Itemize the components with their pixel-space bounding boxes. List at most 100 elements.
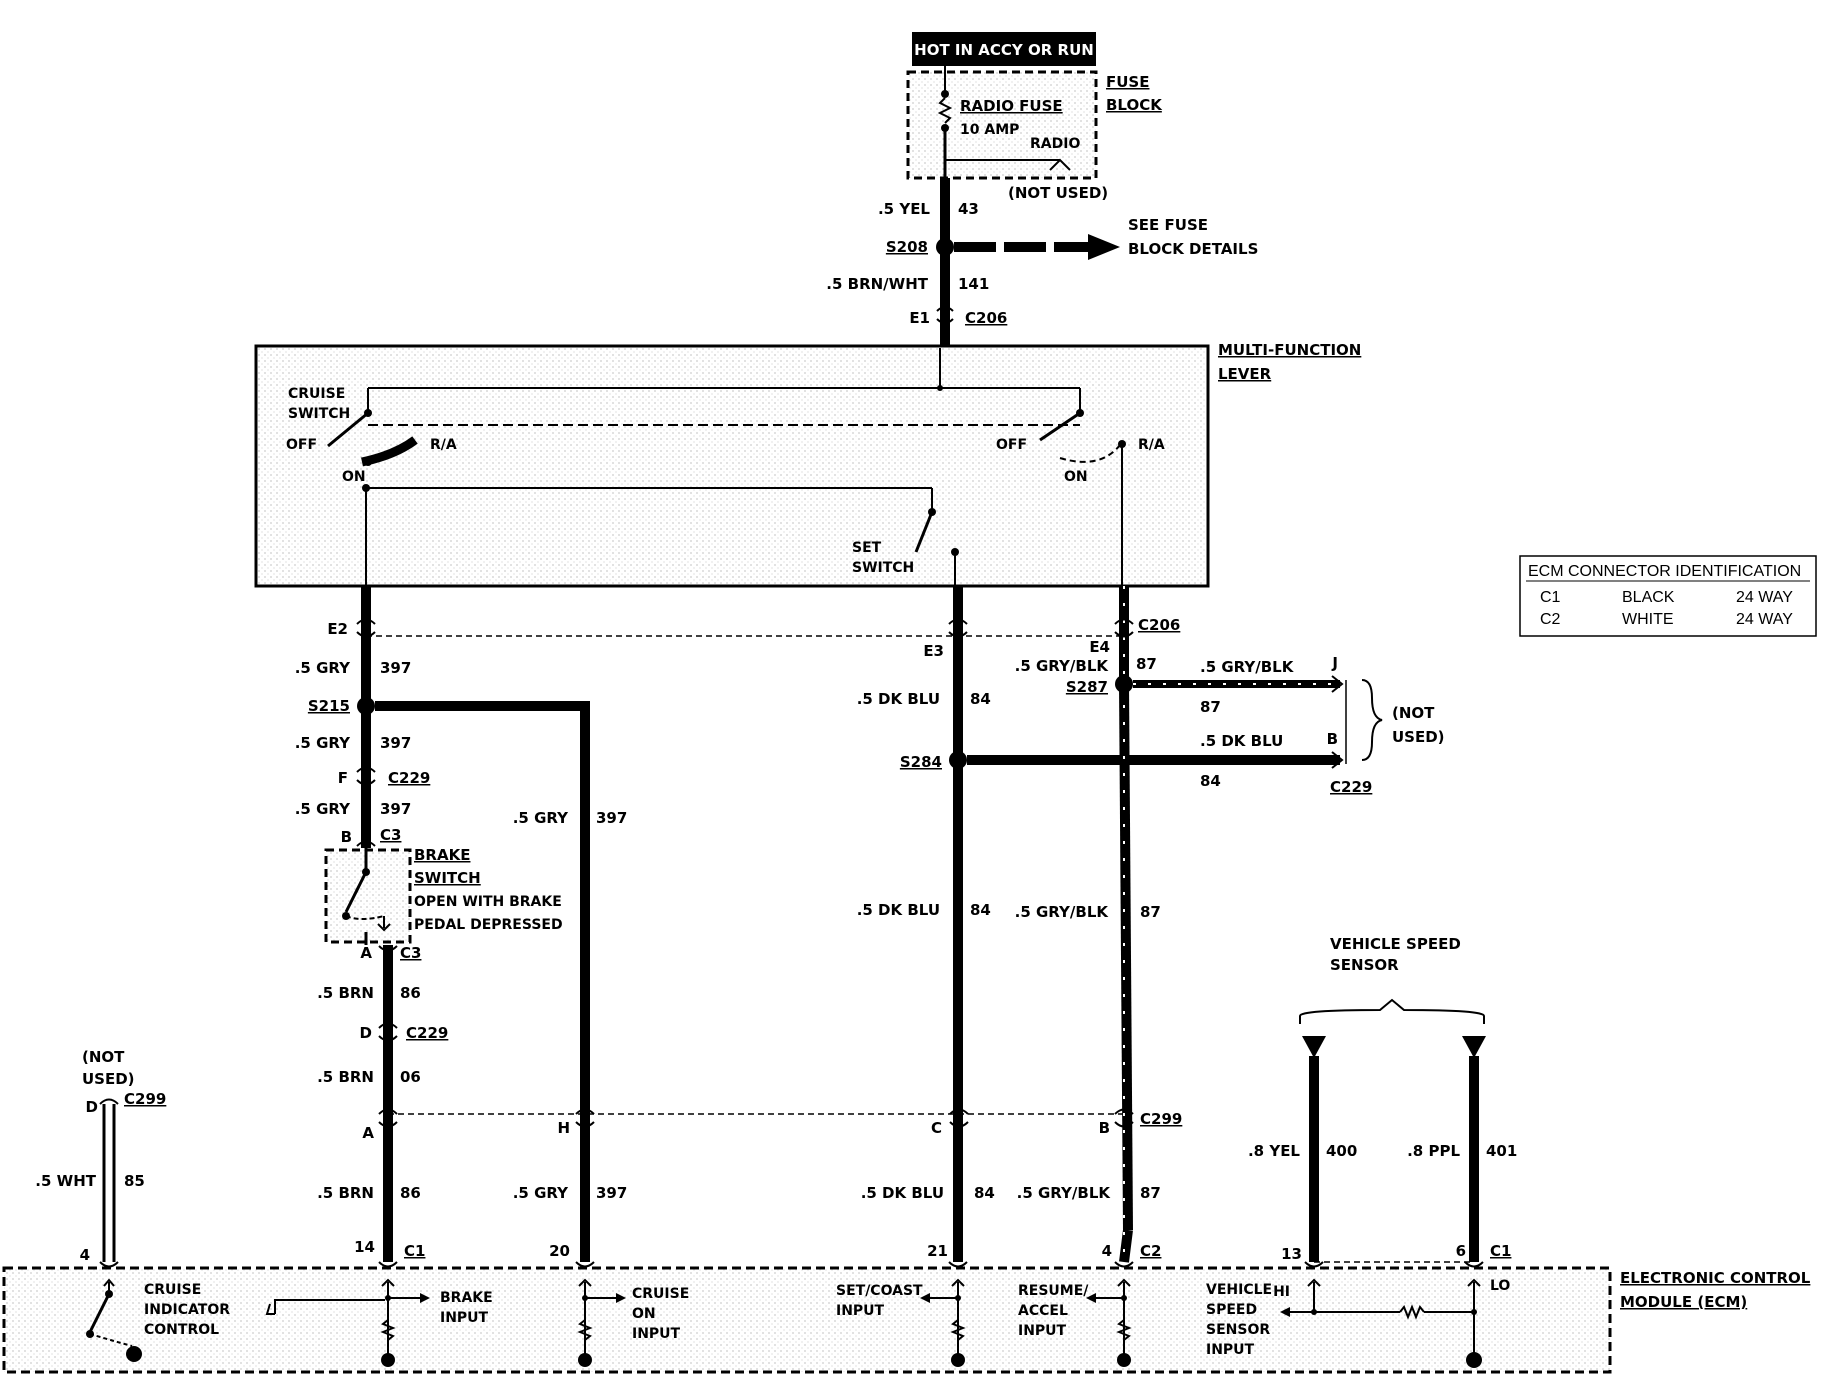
mfl-label-1: MULTI-FUNCTION [1218,341,1361,359]
pin-c-c299: C [931,1119,942,1137]
arrow-right-icon [420,1293,430,1303]
pin-d-c229: D [360,1024,372,1042]
set-switch-1: SET [852,540,882,556]
see-fuse-arrow-icon [1088,234,1120,260]
pin-b-c299: B [1099,1119,1110,1137]
c299-right: C299 [1140,1110,1182,1128]
brake-switch-desc-1: OPEN WITH BRAKE [414,894,562,910]
ra-right: R/A [1138,437,1165,453]
ecm-table-title: ECM CONNECTOR IDENTIFICATION [1528,563,1801,580]
splice-s287 [1115,675,1133,693]
w86-num-1: 86 [400,984,421,1002]
w397-color-5: .5 GRY [513,1184,569,1202]
brake-input-2: INPUT [440,1310,489,1326]
resume-3: INPUT [1018,1323,1067,1339]
pin-4-left: 4 [80,1246,90,1264]
ecm-box [2,1266,1612,1374]
ecm-row-2-color: WHITE [1622,611,1674,628]
s284-label: S284 [900,753,942,771]
w87-color-3: .5 GRY/BLK [1017,1184,1112,1202]
w87-num-2: 87 [1140,903,1161,921]
w84-color-2: .5 DK BLU [857,901,940,919]
ecm-row-1-id: C1 [1540,589,1561,606]
radio-fuse-symbol [937,97,953,124]
w87-num-3: 87 [1140,1184,1161,1202]
pin-14: 14 [354,1238,375,1256]
ra-left: R/A [430,437,457,453]
w397-num-3: 397 [380,800,411,818]
c1-right: C1 [1490,1242,1511,1260]
w86-color-1: .5 BRN [317,984,374,1002]
ecm-row-2-type: 24 WAY [1736,611,1793,628]
w84-num-right: 84 [1200,772,1221,790]
arrow-right-icon [616,1293,626,1303]
c206-bottom: C206 [1138,616,1180,634]
w86-color-2: .5 BRN [317,1068,374,1086]
arrow-left-icon [920,1293,930,1303]
w43-num: 43 [958,200,979,218]
radio-connector-icon [1049,158,1071,171]
brake-input-1: BRAKE [440,1290,493,1306]
cruise-switch-blade [327,411,369,448]
pin-e2: E2 [327,620,348,638]
splice-s284 [949,751,967,769]
off-right: OFF [996,437,1027,453]
s287-label: S287 [1066,678,1108,696]
pin-e1: E1 [909,309,930,327]
ground-icon [578,1353,592,1367]
w397-num-5: 397 [596,1184,627,1202]
fuse-block-label-1: FUSE [1106,73,1149,91]
vss-input-4: INPUT [1206,1342,1255,1358]
brake-switch-label-2: SWITCH [414,869,481,887]
vss-input-1: VEHICLE [1206,1282,1272,1298]
vss-input-2: SPEED [1206,1302,1257,1318]
c299-left: C299 [124,1090,166,1108]
vss-terminal-lo-icon [1462,1036,1486,1058]
pin-j: J [1331,654,1338,672]
radio-fuse-label: RADIO FUSE [960,97,1063,115]
w85-num: 85 [124,1172,145,1190]
splice-s215 [357,697,375,715]
arrow-left-icon [1086,1293,1096,1303]
fuse-block-label-2: BLOCK [1106,96,1163,114]
fuse-not-used: (NOT USED) [1008,184,1108,202]
c229-2: C229 [406,1024,448,1042]
vss-input-3: SENSOR [1206,1322,1270,1338]
not-used-right-2: USED) [1392,728,1445,746]
hi-label: HI [1273,1284,1290,1300]
mfl-label-2: LEVER [1218,365,1272,383]
w400-color: .8 YEL [1248,1142,1300,1160]
pin-b-right: B [1327,730,1338,748]
c3-bottom: C3 [400,944,421,962]
cruise-on-3: INPUT [632,1326,681,1342]
set-switch-blade [914,511,934,553]
ground-icon [381,1353,395,1367]
w397-num-2: 397 [380,734,411,752]
on-left: ON [342,469,366,485]
pin-d-left: D [86,1098,98,1116]
hot-label: HOT IN ACCY OR RUN [914,41,1094,59]
ground-icon [1466,1352,1482,1368]
ground-icon [1117,1353,1131,1367]
c206-top: C206 [965,309,1007,327]
pin-21: 21 [927,1242,948,1260]
w84-color-3: .5 DK BLU [861,1184,944,1202]
cruise-switch-1: CRUISE [288,386,345,402]
splice-s208 [936,238,954,256]
bracket-not-used [1361,679,1383,761]
cruise-on-2: ON [632,1306,656,1322]
resume-1: RESUME/ [1018,1283,1089,1299]
c229-1: C229 [388,769,430,787]
cruise-switch-2: SWITCH [288,406,350,422]
ecm-connector-table [1519,555,1817,637]
w397-color-4: .5 GRY [513,809,569,827]
lo-label: LO [1490,1278,1510,1294]
w87-color-right: .5 GRY/BLK [1200,658,1295,676]
cruise-ind-2: INDICATOR [144,1302,230,1318]
pin-13: 13 [1281,1245,1302,1263]
pin-20: 20 [549,1242,570,1260]
w141-color: .5 BRN/WHT [826,275,928,293]
w397-color-3: .5 GRY [295,800,351,818]
not-used-left-2: USED) [82,1070,135,1088]
